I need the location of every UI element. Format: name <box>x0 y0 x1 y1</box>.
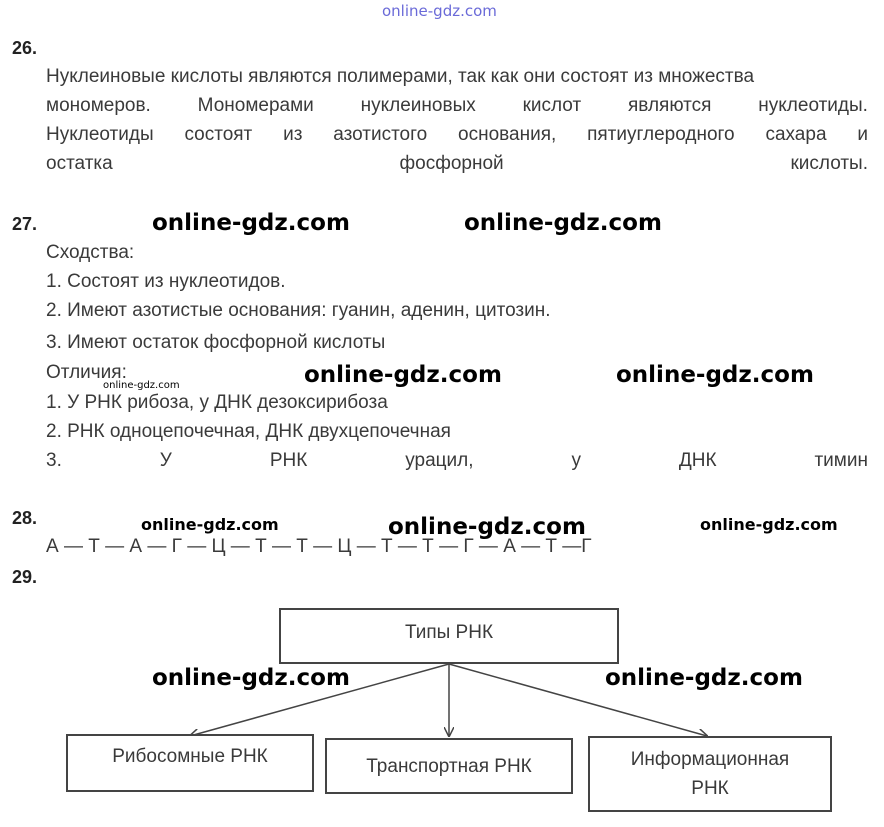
question-29-number: 29. <box>12 567 38 587</box>
transport-rna-box: Транспортная РНК <box>325 738 573 794</box>
question-28-number: 28. <box>12 508 38 528</box>
difference-item: 3. У РНК урацил, у ДНК тимин <box>46 450 868 472</box>
similarity-item: 2. Имеют азотистые основания: гуанин, ад… <box>46 300 551 321</box>
q27-word: 3. <box>46 450 62 471</box>
watermark: online-gdz.com <box>152 210 350 236</box>
rna-types-box: Типы РНК <box>279 608 619 664</box>
question-26-number: 26. <box>12 38 38 58</box>
q26-word: Мономерами <box>197 95 314 116</box>
watermark: online-gdz.com <box>388 514 586 540</box>
q26-line-1: Нуклеиновые кислоты являются полимерами,… <box>46 66 868 95</box>
q26-word: азотистого <box>333 124 428 145</box>
arrow-to-informational <box>448 663 707 736</box>
similarity-item: 3. Имеют остаток фосфорной кислоты <box>46 332 386 353</box>
q26-word: из <box>283 124 303 145</box>
q26-word: кислоты. <box>790 153 868 174</box>
watermark: online-gdz.com <box>605 665 803 691</box>
q26-word: нуклеотиды. <box>758 95 868 116</box>
q26-word: пятиуглеродного <box>587 124 735 145</box>
q27-word: у <box>571 450 581 471</box>
q26-line-4: остатка фосфорной кислоты. <box>46 153 868 182</box>
q26-word: сахара <box>765 124 827 145</box>
transport-rna-label: Транспортная РНК <box>366 755 532 777</box>
q27-word: тимин <box>814 450 868 471</box>
q26-word: нуклеиновых <box>360 95 476 116</box>
rna-types-label: Типы РНК <box>404 622 494 643</box>
q26-word: Нуклеотиды <box>46 124 154 145</box>
q26-line-2: мономеров. Мономерами нуклеиновых кислот… <box>46 95 868 124</box>
nucleotide-sequence: А — Т — А — Г — Ц — Т — Т — Ц — Т — Т — … <box>46 536 592 557</box>
watermark: online-gdz.com <box>141 515 279 534</box>
q26-line-3: Нуклеотиды состоят из азотистого основан… <box>46 124 868 153</box>
arrow-to-ribosomal <box>190 663 450 736</box>
difference-item: 1. У РНК рибоза, у ДНК дезоксирибоза <box>46 392 388 413</box>
q26-word: мономеров. <box>46 95 151 116</box>
similarities-header: Сходства: <box>46 242 135 263</box>
q27-word: ДНК <box>678 450 717 471</box>
q26-word: кислот <box>522 95 582 116</box>
q26-word: остатка <box>46 153 113 174</box>
q27-word: У <box>159 450 172 471</box>
question-26-answer: Нуклеиновые кислоты являются полимерами,… <box>46 66 868 182</box>
question-27-number: 27. <box>12 214 38 234</box>
watermark: online-gdz.com <box>152 665 350 691</box>
q26-word: являются <box>628 95 712 116</box>
q27-word: урацил, <box>405 450 474 471</box>
q26-word: основания, <box>458 124 557 145</box>
informational-rna-label: Информационная РНК <box>630 749 790 799</box>
ribosomal-rna-box: Рибосомные РНК <box>66 734 314 792</box>
watermark-top: online-gdz.com <box>382 2 497 20</box>
q26-word: состоят <box>184 124 253 145</box>
watermark: online-gdz.com <box>464 210 662 236</box>
q26-line-1-text: Нуклеиновые кислоты являются полимерами,… <box>46 66 755 87</box>
ribosomal-rna-label: Рибосомные РНК <box>112 746 268 767</box>
difference-item: 2. РНК одноцепочечная, ДНК двухцепочечна… <box>46 421 451 442</box>
q27-word: РНК <box>269 450 308 471</box>
watermark: online-gdz.com <box>103 380 180 391</box>
watermark: online-gdz.com <box>700 515 838 534</box>
similarity-item: 1. Состоят из нуклеотидов. <box>46 271 286 292</box>
differences-header: Отличия: <box>46 362 127 383</box>
q26-word: и <box>857 124 868 145</box>
watermark: online-gdz.com <box>616 362 814 388</box>
q26-word: фосфорной <box>399 153 504 174</box>
watermark: online-gdz.com <box>304 362 502 388</box>
informational-rna-box: Информационная РНК <box>588 736 832 812</box>
